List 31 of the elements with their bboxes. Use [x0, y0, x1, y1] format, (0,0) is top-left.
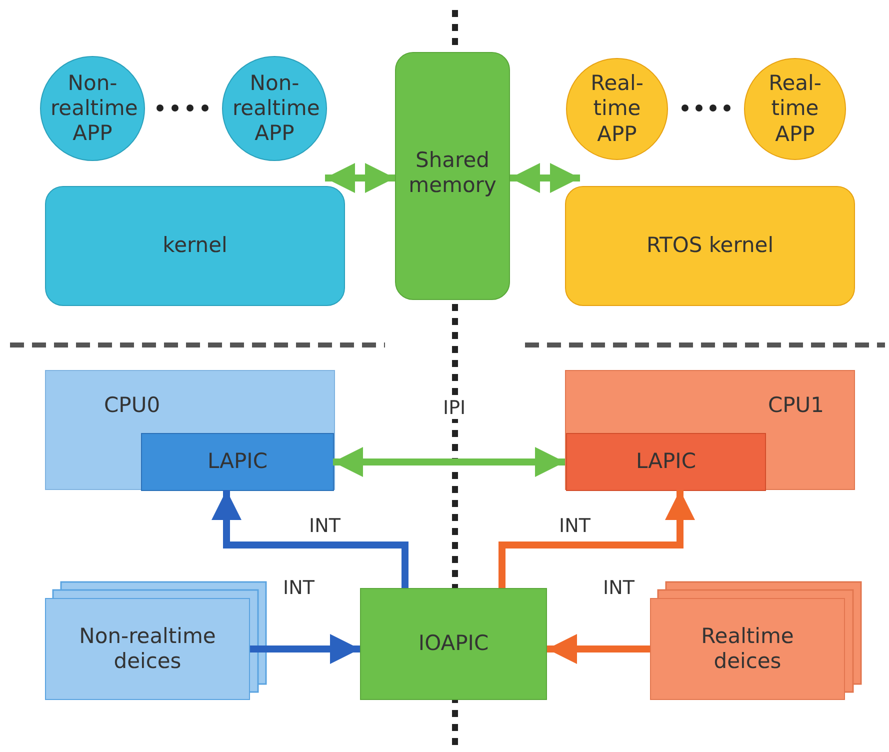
node-label: Realtime deices [700, 624, 795, 674]
component-box [141, 433, 334, 491]
node-label: RTOS kernel [646, 233, 774, 259]
node-label: Non- realtime APP [232, 70, 316, 146]
component-box [565, 186, 855, 306]
node-label: LAPIC [636, 449, 696, 475]
node-label: IOAPIC [418, 631, 489, 657]
arrow [498, 490, 695, 588]
component-box [565, 370, 855, 490]
component-box [45, 370, 335, 490]
node-label: LAPIC [207, 449, 268, 475]
arrow [212, 490, 408, 588]
component-box [45, 186, 345, 306]
arrow [250, 634, 360, 664]
component-box [360, 588, 547, 700]
arrow [325, 163, 395, 193]
component-box [45, 598, 250, 700]
node-label: Real- time APP [768, 71, 822, 147]
arrow [333, 447, 565, 477]
node-label: kernel [162, 233, 228, 259]
node-label: Real- time APP [590, 71, 644, 147]
arrow [510, 163, 580, 193]
node-label: CPU0 [104, 393, 160, 418]
arrow [547, 634, 650, 664]
component-box [395, 52, 510, 300]
node-label: Shared memory [408, 148, 498, 198]
node-label: Non-realtime deices [78, 624, 217, 674]
component-box [566, 433, 766, 491]
node-label: Non- realtime APP [50, 70, 134, 146]
node-label: CPU1 [768, 393, 824, 418]
component-box [650, 598, 845, 700]
